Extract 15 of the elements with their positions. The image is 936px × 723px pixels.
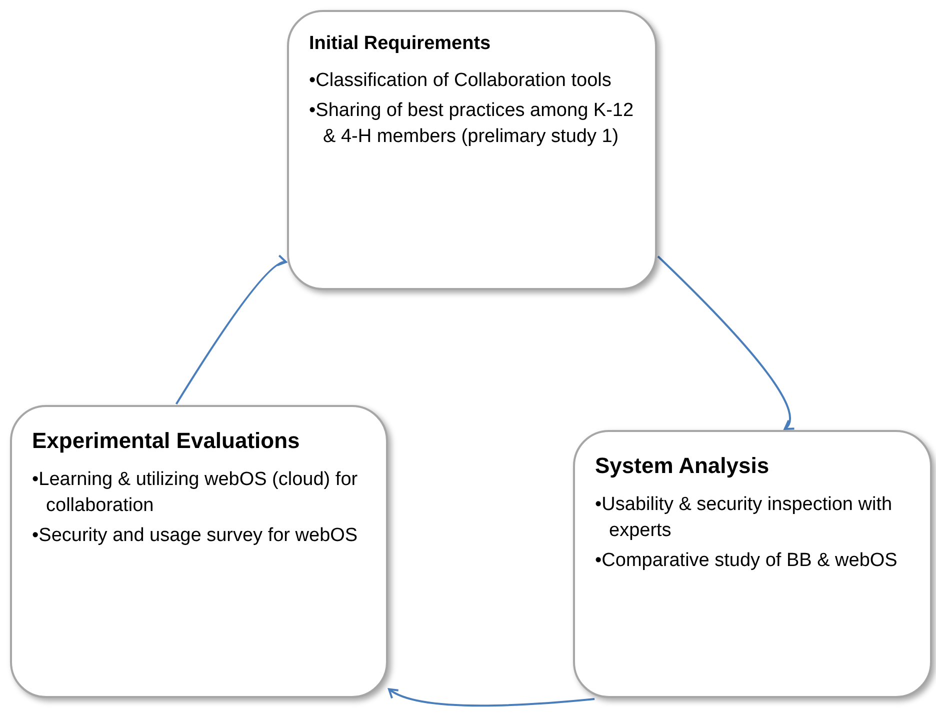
box-heading: System Analysis	[595, 452, 770, 480]
bullet-item: •Classification of Collaboration tools	[309, 68, 612, 93]
rounded-box	[573, 430, 932, 698]
box-heading: Experimental Evaluations	[32, 427, 301, 454]
bullet-item: •Usability & security inspection with experts	[595, 492, 894, 542]
curved-arrow	[388, 688, 595, 707]
bullet-item: •Sharing of best practices among K-12 & 4-H members (prelimary study 1)	[309, 98, 635, 149]
rounded-box	[287, 10, 657, 290]
bullet-item: •Comparative study of BB & webOS	[595, 548, 898, 572]
rounded-box	[10, 405, 388, 698]
bullet-item: •Security and usage survey for webOS	[32, 524, 359, 548]
box-heading: Initial Requirements	[309, 32, 492, 56]
bullet-item: •Learning & utilizing webOS (cloud) for collaboration	[32, 468, 359, 518]
curved-arrow	[175, 256, 287, 405]
curved-arrow	[657, 256, 795, 430]
